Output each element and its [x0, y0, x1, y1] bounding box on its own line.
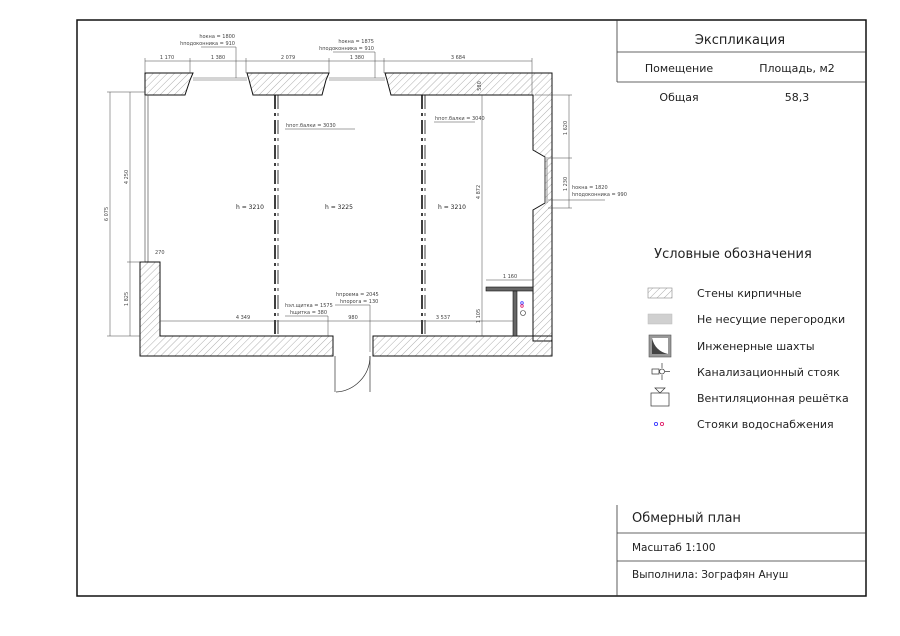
entrance-door — [334, 355, 371, 393]
door-note: hпорога = 130 — [340, 299, 378, 305]
drawing-title: Обмерный план — [632, 511, 741, 526]
dim-label: 580 — [477, 81, 483, 91]
dim-label: 1 160 — [503, 274, 517, 280]
engineering-shaft — [485, 286, 534, 337]
scale-label: Масштаб 1:100 — [632, 542, 716, 554]
legend-title: Условные обозначения — [654, 247, 812, 262]
dim-label: 3 684 — [451, 55, 465, 61]
shaft-icon — [648, 334, 672, 358]
row-area: 58,3 — [785, 91, 810, 104]
explication-table: Экспликация Помещение Площадь, м2 Общая … — [616, 20, 866, 104]
dim-label: 1 170 — [160, 55, 174, 61]
window-note: hокна = 1800 — [199, 34, 235, 40]
row-room: Общая — [659, 91, 698, 104]
brick-wall-hatch-icon — [647, 287, 673, 299]
dim-label: 1 620 — [563, 121, 569, 135]
legend: Условные обозначения Стены кирпичные Не … — [647, 247, 849, 431]
legend-label: Канализационный стояк — [697, 366, 840, 379]
shield-note: hэл.щитка = 1575 — [285, 303, 333, 309]
water-riser-icon — [520, 301, 524, 305]
partition-icon — [647, 313, 673, 325]
shield-note: hщитка = 380 — [290, 310, 327, 316]
window-note: hподоконника = 910 — [319, 46, 374, 52]
wall-segment — [144, 72, 194, 96]
dim-label: 270 — [155, 250, 165, 256]
legend-label: Вентиляционная решётка — [697, 392, 849, 405]
dimension-labels: 1 170 1 380 2 079 1 380 3 684 hокна = 18… — [104, 34, 627, 323]
dimension-lines — [107, 46, 605, 352]
dim-label: 1 825 — [124, 292, 130, 306]
dim-label: 4 872 — [476, 185, 482, 199]
window — [193, 77, 548, 203]
sewer-riser-icon — [651, 363, 670, 380]
legend-label: Стены кирпичные — [697, 287, 802, 300]
dim-label: 980 — [348, 315, 358, 321]
wall-segment — [139, 261, 334, 357]
sheet-frame — [76, 19, 867, 597]
wall-segment — [372, 335, 553, 357]
dim-label: 1 105 — [476, 309, 482, 323]
legend-label: Инженерные шахты — [697, 340, 815, 353]
window-note: hподоконника = 990 — [572, 192, 627, 198]
dim-label: 2 079 — [281, 55, 295, 61]
window-note: hокна = 1875 — [338, 39, 374, 45]
sewer-riser-icon — [520, 310, 526, 316]
door-note: hпроема = 2045 — [336, 292, 379, 298]
legend-label: Не несущие перегородки — [697, 313, 845, 326]
legend-label: Стояки водоснабжения — [697, 418, 834, 431]
wall-segment — [384, 72, 553, 342]
water-riser-icon — [653, 421, 665, 427]
floor-plan: 1 170 1 380 2 079 1 380 3 684 hокна = 18… — [104, 34, 627, 393]
dim-label: 1 380 — [350, 55, 364, 61]
beam-note: hпот.балки = 3030 — [286, 123, 336, 129]
title-block: Обмерный план Масштаб 1:100 Выполнила: З… — [616, 505, 866, 596]
beam-note: hпот.балки = 3040 — [435, 116, 485, 122]
ceiling-height: h = 3225 — [325, 204, 353, 211]
dim-label: 4 250 — [124, 170, 130, 184]
dim-label: 1 230 — [563, 177, 569, 191]
window-note: hподоконника = 910 — [180, 41, 235, 47]
wall-segment — [246, 72, 330, 96]
water-riser-icon — [520, 304, 524, 308]
ceiling-height: h = 3210 — [236, 204, 264, 211]
dim-label: 4 349 — [236, 315, 250, 321]
window-note: hокна = 1820 — [572, 185, 608, 191]
header-room: Помещение — [645, 62, 714, 75]
ceiling-height: h = 3210 — [438, 204, 466, 211]
author-label: Выполнила: Зографян Ануш — [632, 569, 788, 581]
dim-label: 1 380 — [211, 55, 225, 61]
explication-title: Экспликация — [695, 33, 785, 48]
dim-label: 3 537 — [436, 315, 450, 321]
dim-label: 6 075 — [104, 207, 110, 221]
header-area: Площадь, м2 — [759, 62, 835, 75]
vent-grille-icon — [650, 387, 670, 407]
